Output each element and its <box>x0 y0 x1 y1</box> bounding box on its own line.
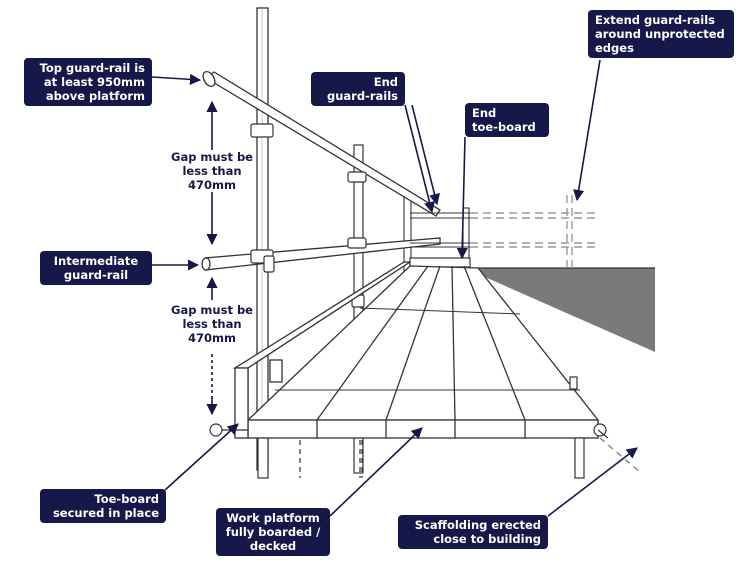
label-intermediate-guardrail: Intermediate guard-rail <box>40 251 152 285</box>
label-extend-guardrails: Extend guard-rails around unprotected ed… <box>588 10 734 58</box>
arrow-end-guardrails-2 <box>411 104 440 206</box>
label-end-toeboard: End toe-board <box>465 103 549 137</box>
arrow-top-guardrail <box>151 73 202 85</box>
arrow-extend <box>573 59 601 202</box>
label-scaffolding-erected: Scaffolding erected close to building <box>398 515 548 549</box>
top-guardrail <box>202 70 441 217</box>
arrow-platform <box>329 427 423 517</box>
label-top-guardrail: Top guard-rail is at least 950mm above p… <box>24 58 152 106</box>
arrow-toeboard <box>164 423 239 491</box>
end-standard <box>462 207 470 267</box>
lower-standards <box>257 437 585 479</box>
second-standard <box>353 144 364 474</box>
extension-base-dashed <box>599 437 641 473</box>
front-toeboard-block <box>234 359 283 439</box>
label-work-platform: Work platform fully boarded / decked <box>216 508 330 556</box>
arrow-end-toeboard <box>456 136 468 260</box>
arrow-end-guardrails-1 <box>404 104 435 214</box>
platform-front-edge <box>247 419 599 439</box>
arrow-scaffolding <box>547 447 638 517</box>
annotation-arrows <box>151 59 638 517</box>
extension-rails-dashed <box>470 195 598 268</box>
note-gap-upper: Gap must be less than 470mm <box>168 150 256 192</box>
note-gap-lower: Gap must be less than 470mm <box>168 303 256 345</box>
ledger-ends <box>209 376 609 439</box>
front-standard <box>256 7 269 471</box>
label-end-guardrails: End guard-rails <box>311 72 405 106</box>
label-toeboard-secured: Toe-board secured in place <box>40 489 166 523</box>
end-guardrail-lines <box>410 212 470 248</box>
